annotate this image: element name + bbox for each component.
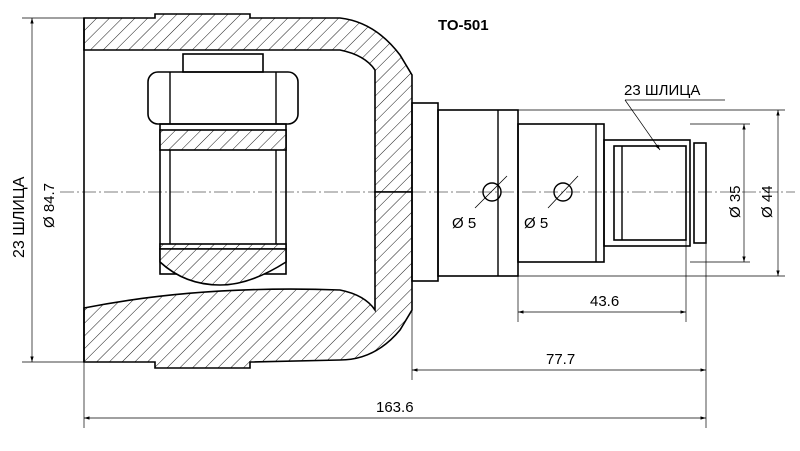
spider-ring-top xyxy=(159,129,287,151)
dia-35-label: Ø 35 xyxy=(727,185,744,218)
dim-163-6-label: 163.6 xyxy=(376,399,414,416)
hole-2-label: Ø 5 xyxy=(524,215,548,232)
spline-inner-leader-arrow xyxy=(624,99,661,151)
dia-44-label: Ø 44 xyxy=(759,185,776,218)
dia-84-7-label: Ø 84.7 xyxy=(41,183,58,228)
spline-inner-label: 23 ШЛИЦА xyxy=(624,82,700,99)
hole-1-label: Ø 5 xyxy=(452,215,476,232)
hole-1 xyxy=(482,182,502,202)
stem-spline-shaft xyxy=(603,139,691,247)
stem-section-1 xyxy=(437,109,519,277)
hole-1-leader xyxy=(474,175,508,209)
part-title: TO-501 xyxy=(438,17,489,34)
stem-spline-inner xyxy=(613,145,687,241)
housing-bottom-wall xyxy=(83,191,413,369)
stem-section-2 xyxy=(517,123,605,263)
spline-outer-label: 23 ШЛИЦА xyxy=(11,176,28,258)
housing-top-wall xyxy=(83,13,413,193)
hole-2 xyxy=(553,182,573,202)
spider-lower-dome xyxy=(159,248,287,286)
tripod-roller-hub xyxy=(182,53,264,73)
dim-77-7-label: 77.7 xyxy=(546,351,575,368)
stem-end-washer xyxy=(693,142,707,244)
hole-2-leader xyxy=(547,175,579,209)
dim-43-6-label: 43.6 xyxy=(590,293,619,310)
